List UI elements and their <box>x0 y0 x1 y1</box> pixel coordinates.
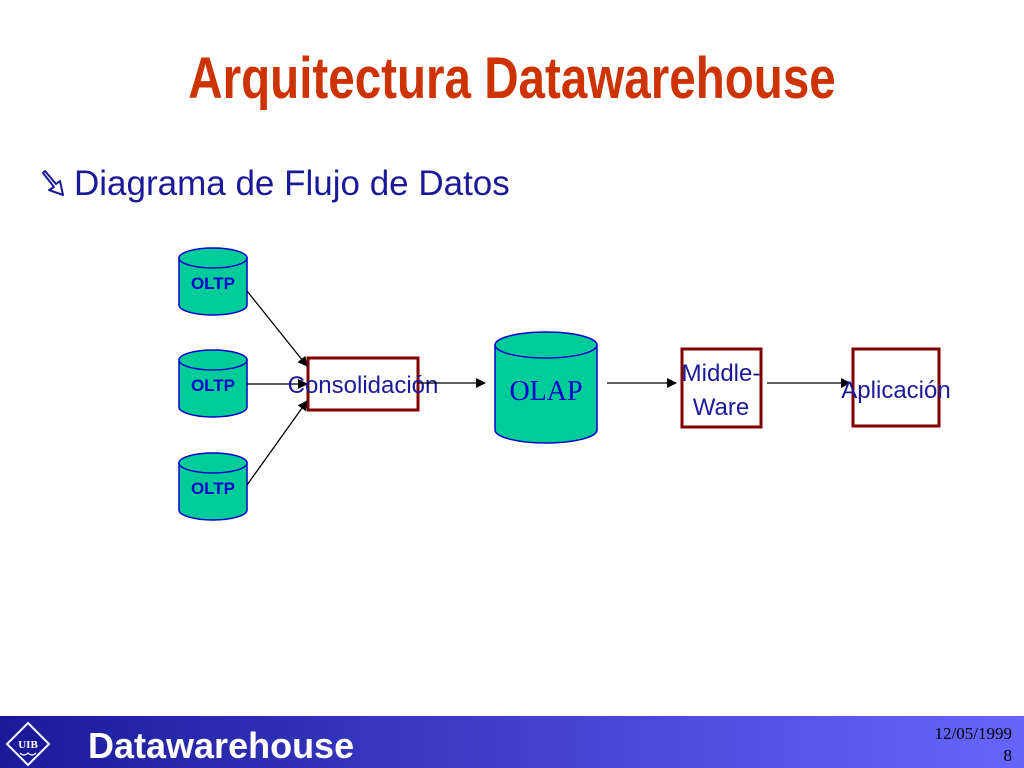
application-box <box>851 347 941 428</box>
data-flow-diagram: OLTP OLTP OLTP Consolidación OLAP Middle… <box>178 247 951 521</box>
arrow-oltp-1-to-consolidation <box>246 290 308 367</box>
middleware-box <box>680 347 763 429</box>
middleware-label-line1: Middle- <box>682 360 761 387</box>
arrow-bullet-icon <box>42 170 64 196</box>
olap-cylinder: OLAP <box>494 331 598 444</box>
bullet-text: Diagrama de Flujo de Datos <box>74 164 510 203</box>
oltp-cylinder-2: OLTP <box>178 349 248 418</box>
arrow-oltp-3-to-consolidation <box>246 400 308 486</box>
footer-bar: UIB Datawarehouse 12/05/1999 8 <box>0 716 1024 768</box>
oltp-cylinder-3: OLTP <box>178 452 248 521</box>
oltp-label-2: OLTP <box>191 376 235 395</box>
footer-title: Datawarehouse <box>88 725 355 766</box>
bullet-item: Diagrama de Flujo de Datos <box>38 162 510 206</box>
footer-date: 12/05/1999 <box>934 724 1012 743</box>
application-label: Aplicación <box>841 377 950 404</box>
page-number: 8 <box>1003 746 1013 765</box>
oltp-label-3: OLTP <box>191 479 235 498</box>
olap-label: OLAP <box>509 376 582 407</box>
uib-logo-icon: UIB <box>5 721 51 767</box>
middleware-label-line2: Ware <box>693 394 749 421</box>
oltp-label-1: OLTP <box>191 274 235 293</box>
logo-text: UIB <box>18 739 38 751</box>
oltp-cylinder-1: OLTP <box>178 247 248 316</box>
slide-title: Arquitectura Datawarehouse <box>188 46 836 111</box>
consolidation-label: Consolidación <box>288 372 439 399</box>
consolidation-box <box>306 356 420 412</box>
